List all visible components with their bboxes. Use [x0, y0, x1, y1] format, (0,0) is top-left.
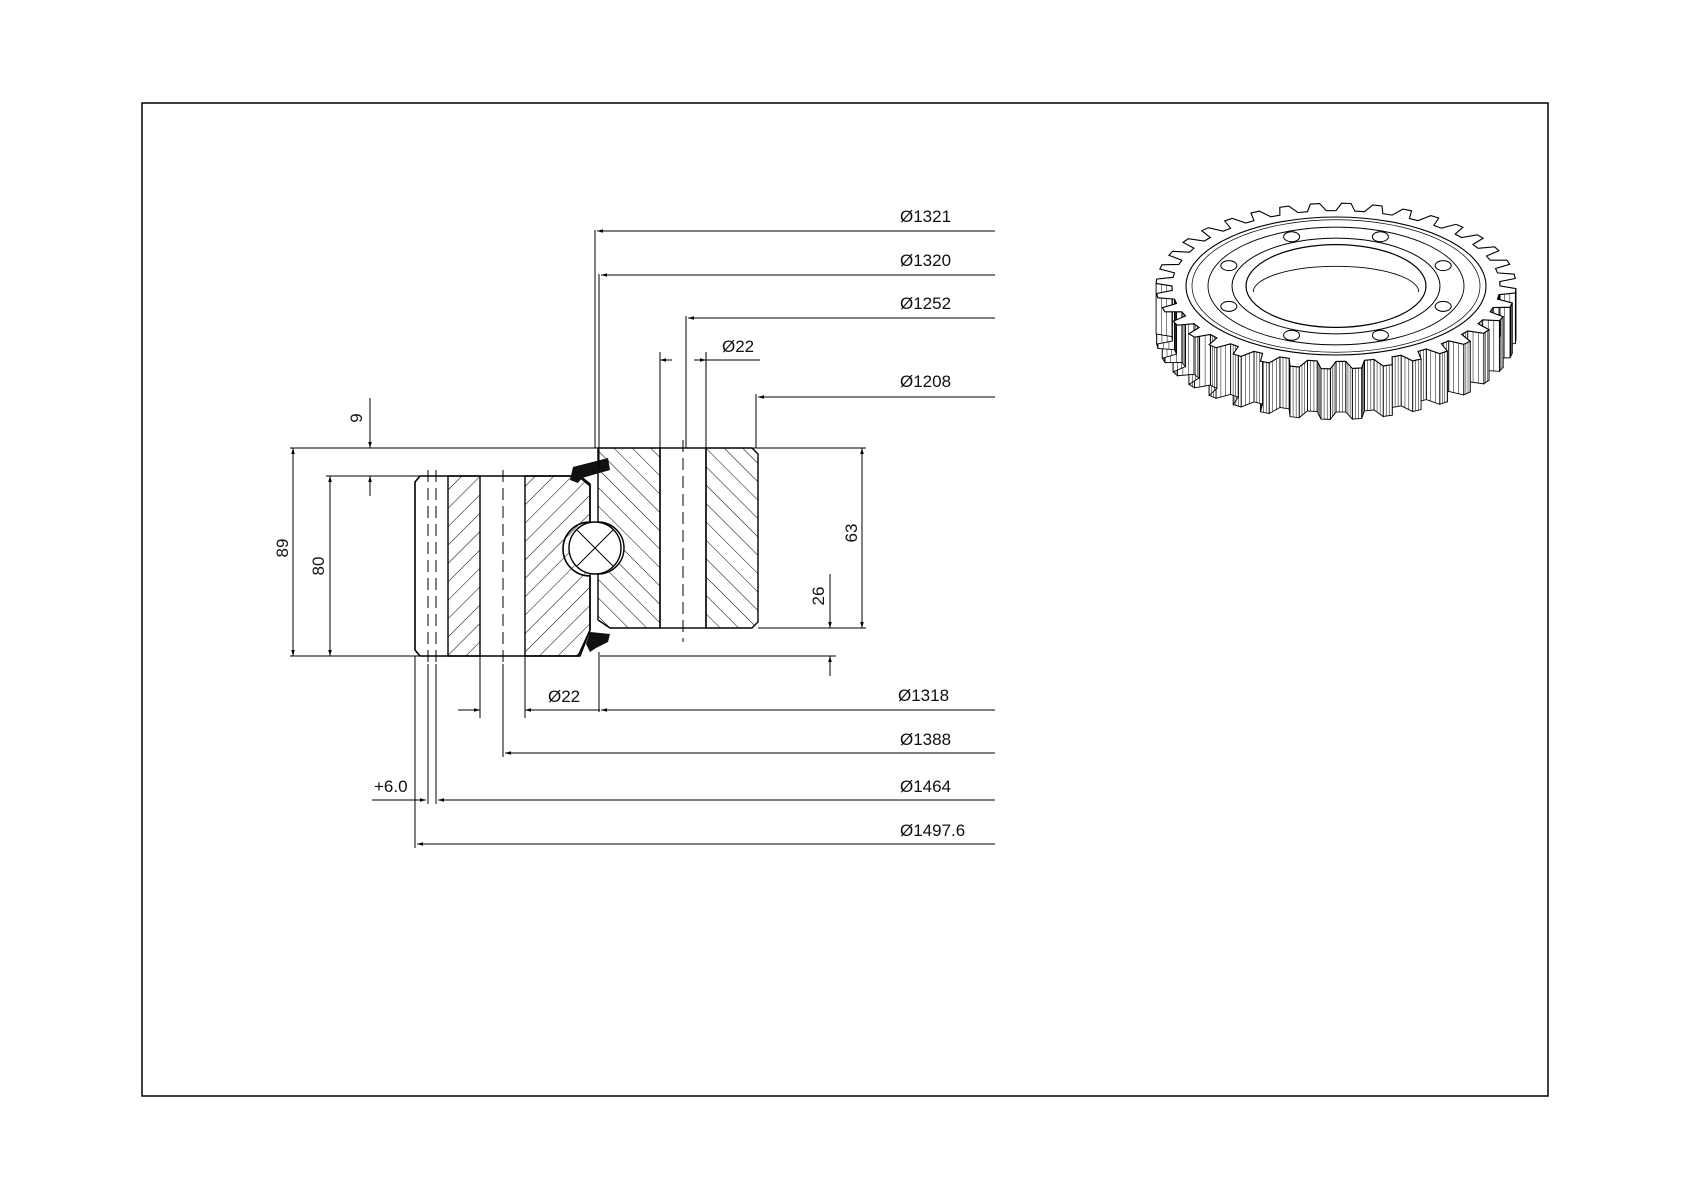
dim-hole-bottom: Ø22 [548, 687, 580, 706]
ball [568, 521, 622, 575]
dim-height-teeth: 26 [809, 587, 828, 606]
bottom-seal [586, 632, 610, 652]
inner-ring [597, 447, 759, 629]
dim-height-outer: 80 [309, 557, 328, 576]
dim-diameter-1252: Ø1252 [900, 294, 951, 313]
dim-diameter-1208: Ø1208 [900, 372, 951, 391]
outer-ring [414, 475, 591, 657]
dim-diameter-1321: Ø1321 [900, 207, 951, 226]
dimensions: 89 80 9 63 26 Ø22 Ø22 Ø1321 Ø [273, 207, 995, 848]
dim-diameter-1388: Ø1388 [900, 730, 951, 749]
dim-diameter-1320: Ø1320 [900, 251, 951, 270]
gear-isometric-view [1155, 202, 1517, 421]
drawing-frame [141, 102, 1549, 1097]
dim-diameter-1318: Ø1318 [898, 686, 949, 705]
dim-height-total: 89 [273, 539, 292, 558]
dim-hole-top: Ø22 [722, 337, 754, 356]
gear-bolt-holes [1220, 231, 1452, 341]
top-seal [570, 458, 610, 483]
dim-top-offset: 9 [347, 413, 366, 422]
bearing-cross-section [414, 440, 759, 664]
dim-height-inner: 63 [842, 524, 861, 543]
dim-tolerance: +6.0 [374, 777, 408, 796]
gear-bore [1245, 244, 1427, 329]
dim-diameter-1464: Ø1464 [900, 777, 951, 796]
dim-diameter-1497-6: Ø1497.6 [900, 821, 965, 840]
